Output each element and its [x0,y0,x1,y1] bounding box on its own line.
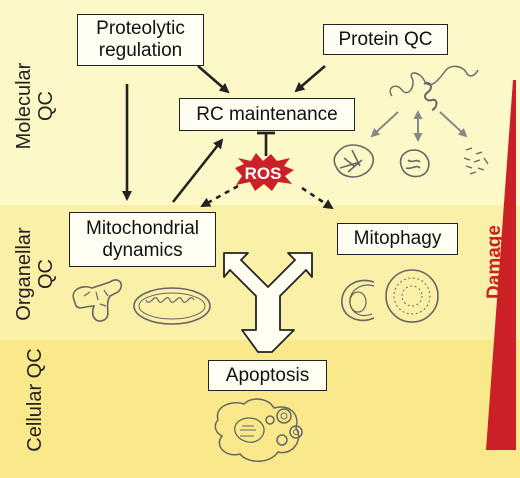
degraded-peptides-icon [463,147,489,175]
ros-label: ROS [245,164,282,183]
helix-icon [423,82,438,111]
dynamics-line1: Mitochondrial [86,217,199,239]
arrow-proteolytic-to-rc [197,65,230,94]
mitochondria-network-icons [72,279,211,325]
protein-qc-label: Protein QC [338,28,433,50]
dashed-arrow-ros-to-dynamics [200,184,239,208]
rc-maintenance-box: RC maintenance [179,98,355,131]
protein-folding-icons [333,65,489,178]
folded-protein-icon [399,149,430,178]
fold-arrow-left [370,111,399,138]
autophagosome-icons [341,269,439,323]
aggregate-icon [333,144,375,178]
protein-qc-box: Protein QC [323,24,448,55]
mitophagy-box: Mitophagy [337,223,458,255]
apoptotic-cell-icon [214,398,303,462]
lysosome-icon [385,269,439,323]
mitochondrion-icon [133,287,211,325]
unfolded-chain-icon [389,65,479,97]
branched-mitochondria-icon [72,279,123,322]
dashed-arrow-ros-to-mitophagy [301,186,334,210]
split-arrow-icon [223,252,313,353]
fold-arrow-right [439,111,468,138]
proteolytic-line1: Proteolytic [96,18,185,39]
apoptosis-label: Apoptosis [225,364,310,386]
arrow-dynamics-to-rc [171,138,224,203]
proteolytic-line2: regulation [98,40,183,61]
mitophagy-label: Mitophagy [353,228,442,249]
mitochondrial-dynamics-box: Mitochondrial dynamics [69,212,216,267]
apoptosis-box: Apoptosis [208,360,327,391]
arrow-proteinqc-to-rc [294,65,326,93]
phagophore-icon [341,279,375,322]
dynamics-line2: dynamics [102,239,183,261]
rc-maintenance-label: RC maintenance [196,103,338,125]
damage-wedge [486,80,516,450]
proteolytic-regulation-box: Proteolytic regulation [77,14,204,66]
ros-burst-icon: ROS [235,153,294,191]
